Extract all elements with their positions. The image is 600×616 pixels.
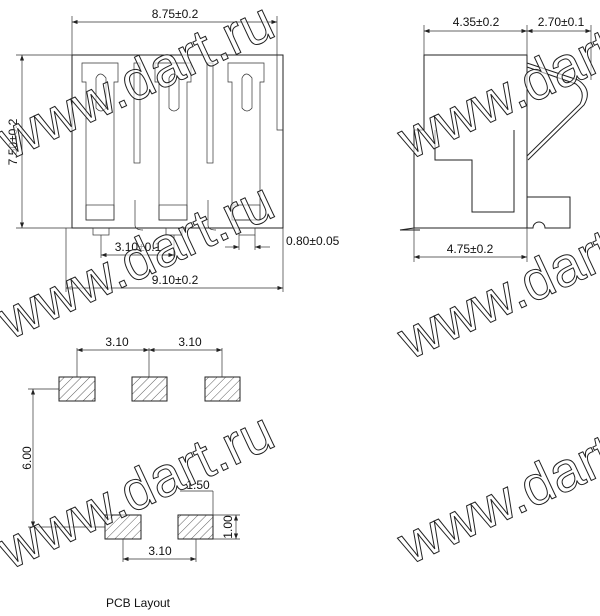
watermark-text: www.dart.ru <box>0 399 283 581</box>
dim-width-bottom: 9.10±0.2 <box>152 273 199 287</box>
dim-bottom-pitch: 3.10 <box>148 544 172 558</box>
pcb-pad <box>104 514 142 540</box>
dim-pin-width: 0.80±0.05 <box>286 234 340 248</box>
dim-height: 7.50±0.2 <box>6 118 20 165</box>
front-view: 8.75±0.2 7.50±0.2 3.10±0.1 0.80±0.05 9.1… <box>6 7 340 292</box>
dim-pitch-2: 3.10 <box>178 335 202 349</box>
dim-row-spacing: 6.00 <box>20 446 34 470</box>
pcb-pad <box>204 376 241 402</box>
dim-pad-offset: 1.50 <box>186 478 210 492</box>
watermark-text: www.dart.ru <box>388 189 600 371</box>
pcb-layout: 3.10 3.10 6.00 1.50 1.00 3.10 PCB Layout <box>20 335 241 610</box>
pcb-pad <box>177 514 214 540</box>
dim-spring-extent: 2.70±0.1 <box>538 15 585 29</box>
dim-pitch-1: 3.10 <box>105 335 129 349</box>
side-view: 4.35±0.2 2.70±0.1 4.75±0.2 <box>399 15 592 262</box>
dim-width-top: 8.75±0.2 <box>152 7 199 21</box>
watermark-text: www.dart.ru <box>0 169 283 351</box>
dim-body-depth: 4.35±0.2 <box>453 15 500 29</box>
pcb-layout-title: PCB Layout <box>106 596 171 610</box>
pcb-pad <box>58 376 96 402</box>
dim-base-depth: 4.75±0.2 <box>447 242 494 256</box>
contact-slots <box>81 55 283 236</box>
watermark-text: www.dart.ru <box>388 394 600 576</box>
watermark: www.dart.ru www.dart.ru www.dart.ru www.… <box>0 0 600 582</box>
pcb-pad <box>131 376 168 402</box>
dim-pad-height: 1.00 <box>221 515 235 539</box>
dim-pin-pitch: 3.10±0.1 <box>115 240 162 254</box>
watermark-text: www.dart.ru <box>0 0 283 171</box>
